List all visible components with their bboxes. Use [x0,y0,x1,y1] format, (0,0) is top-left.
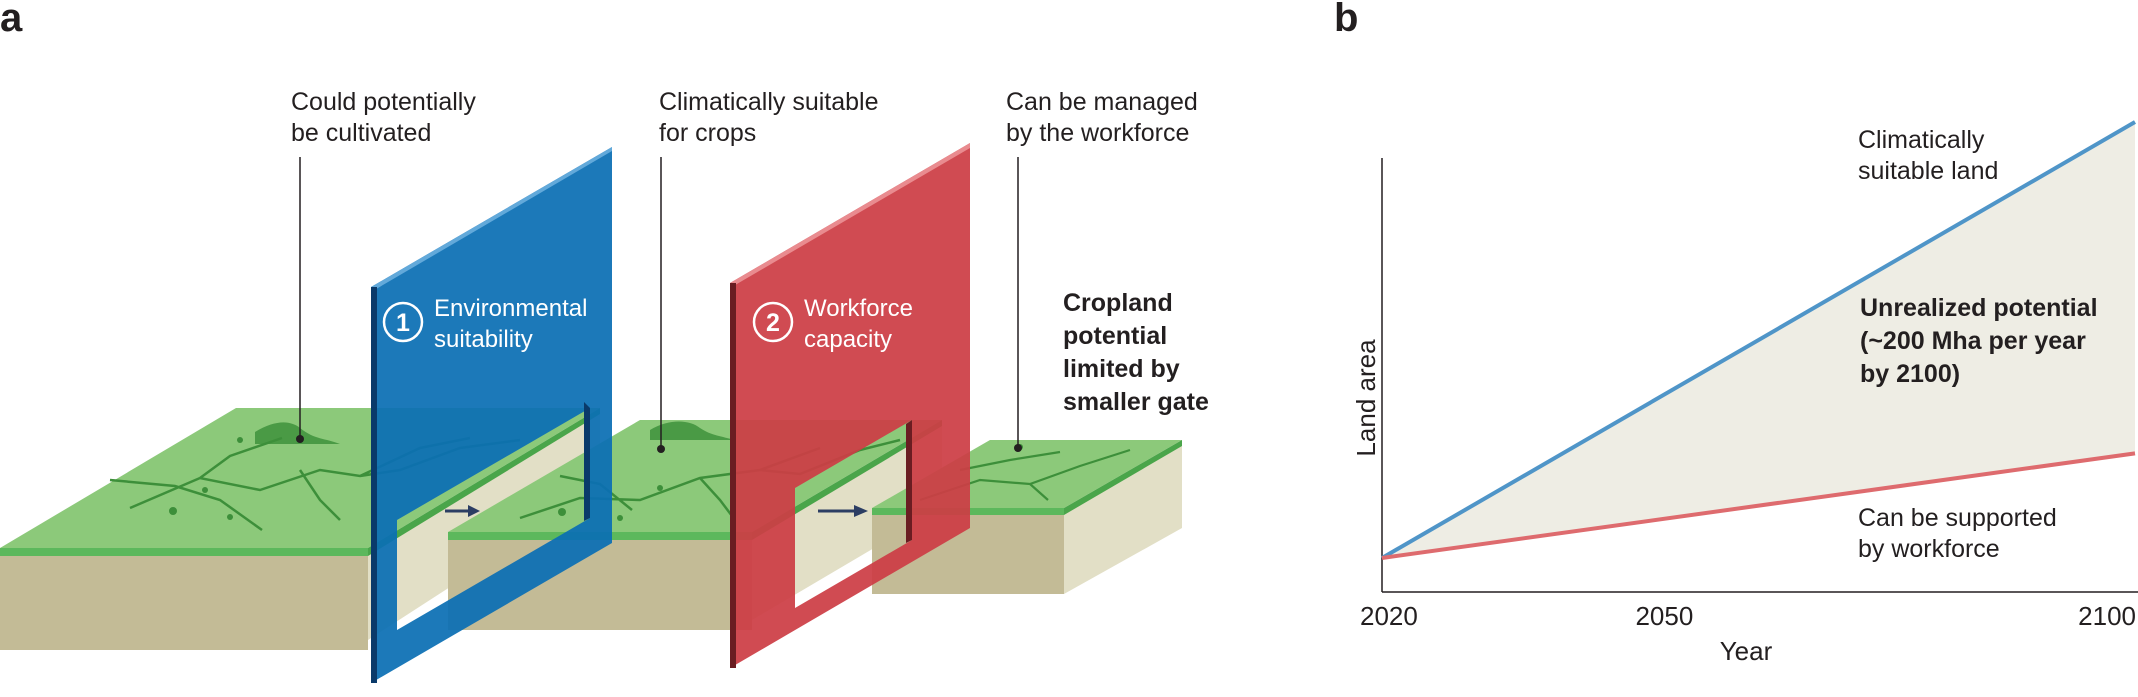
result-line-3: limited by [1063,355,1180,383]
x-tick-2020: 2020 [1360,601,1418,631]
callout-3: Can be managed by the workforce [1006,88,1198,452]
gate-2-number-circle [752,301,794,343]
callout-1-line1: Could potentially [291,88,476,116]
line-chart: 2020 2050 2100 Year Land area Climatically… [1351,120,2138,666]
callout-2: Climatically suitable for crops [657,88,879,453]
gate-1-panel [371,147,612,683]
upper-series-label-line2: suitable land [1858,157,1998,185]
gate-1-number-circle [382,301,424,343]
x-tick-2100: 2100 [2078,601,2136,631]
lower-series-label-line1: Can be supported [1858,504,2057,532]
x-tick-2050: 2050 [1635,601,1693,631]
gap-label-line1: Unrealized potential [1860,294,2098,322]
series-workforce-line [1381,451,2136,560]
callout-1: Could potentially be cultivated [291,88,476,443]
panel-a-letter: a [0,0,23,40]
y-axis-label: Land area [1351,339,1381,457]
callout-2-line2: for crops [659,119,756,147]
panel-b-letter: b [1334,0,1358,40]
block-1-front [0,548,368,650]
result-line-4: smaller gate [1063,388,1209,416]
callout-1-line2: be cultivated [291,119,431,147]
callout-2-line1: Climatically suitable [659,88,879,116]
x-tick-labels: 2020 2050 2100 [1360,601,2136,631]
block-1-fields [109,436,521,532]
result-line-2: potential [1063,322,1167,350]
block-1-hill [255,422,340,444]
gate-2-label-line2: capacity [804,326,892,353]
gap-label-line2: (~200 Mha per year [1860,327,2086,355]
gate-2-number: 2 [766,309,780,337]
block-2-hill [650,421,734,440]
gate-1-number: 1 [396,309,410,337]
gate-1-edge [371,287,377,683]
gate-2-label-line1: Workforce [804,295,913,322]
block-2-side [752,420,942,620]
gate-2-edge [730,283,736,668]
gate-2-panel [730,143,970,668]
gate-1-label-line1: Environmental [434,295,587,322]
gate-2: 2 Workforce capacity [730,143,970,668]
flow-arrow-1 [445,505,480,517]
upper-series-label-line1: Climatically [1858,126,1985,154]
callout-3-line2: by the workforce [1006,119,1189,147]
x-axis-label: Year [1720,636,1773,666]
lower-series-label-line2: by workforce [1858,535,2000,563]
flow-arrow-2 [818,505,868,517]
callout-3-line1: Can be managed [1006,88,1198,116]
block-3-side [1064,440,1182,594]
gate-1: 1 Environmental suitability [371,147,612,683]
result-line-1: Cropland [1063,289,1173,317]
gate-1-label-line2: suitability [434,326,533,353]
series-climatically-suitable-line [1380,120,2137,560]
gap-label-line3: by 2100) [1860,360,1960,388]
result-label: Cropland potential limited by smaller ga… [1063,289,1209,416]
